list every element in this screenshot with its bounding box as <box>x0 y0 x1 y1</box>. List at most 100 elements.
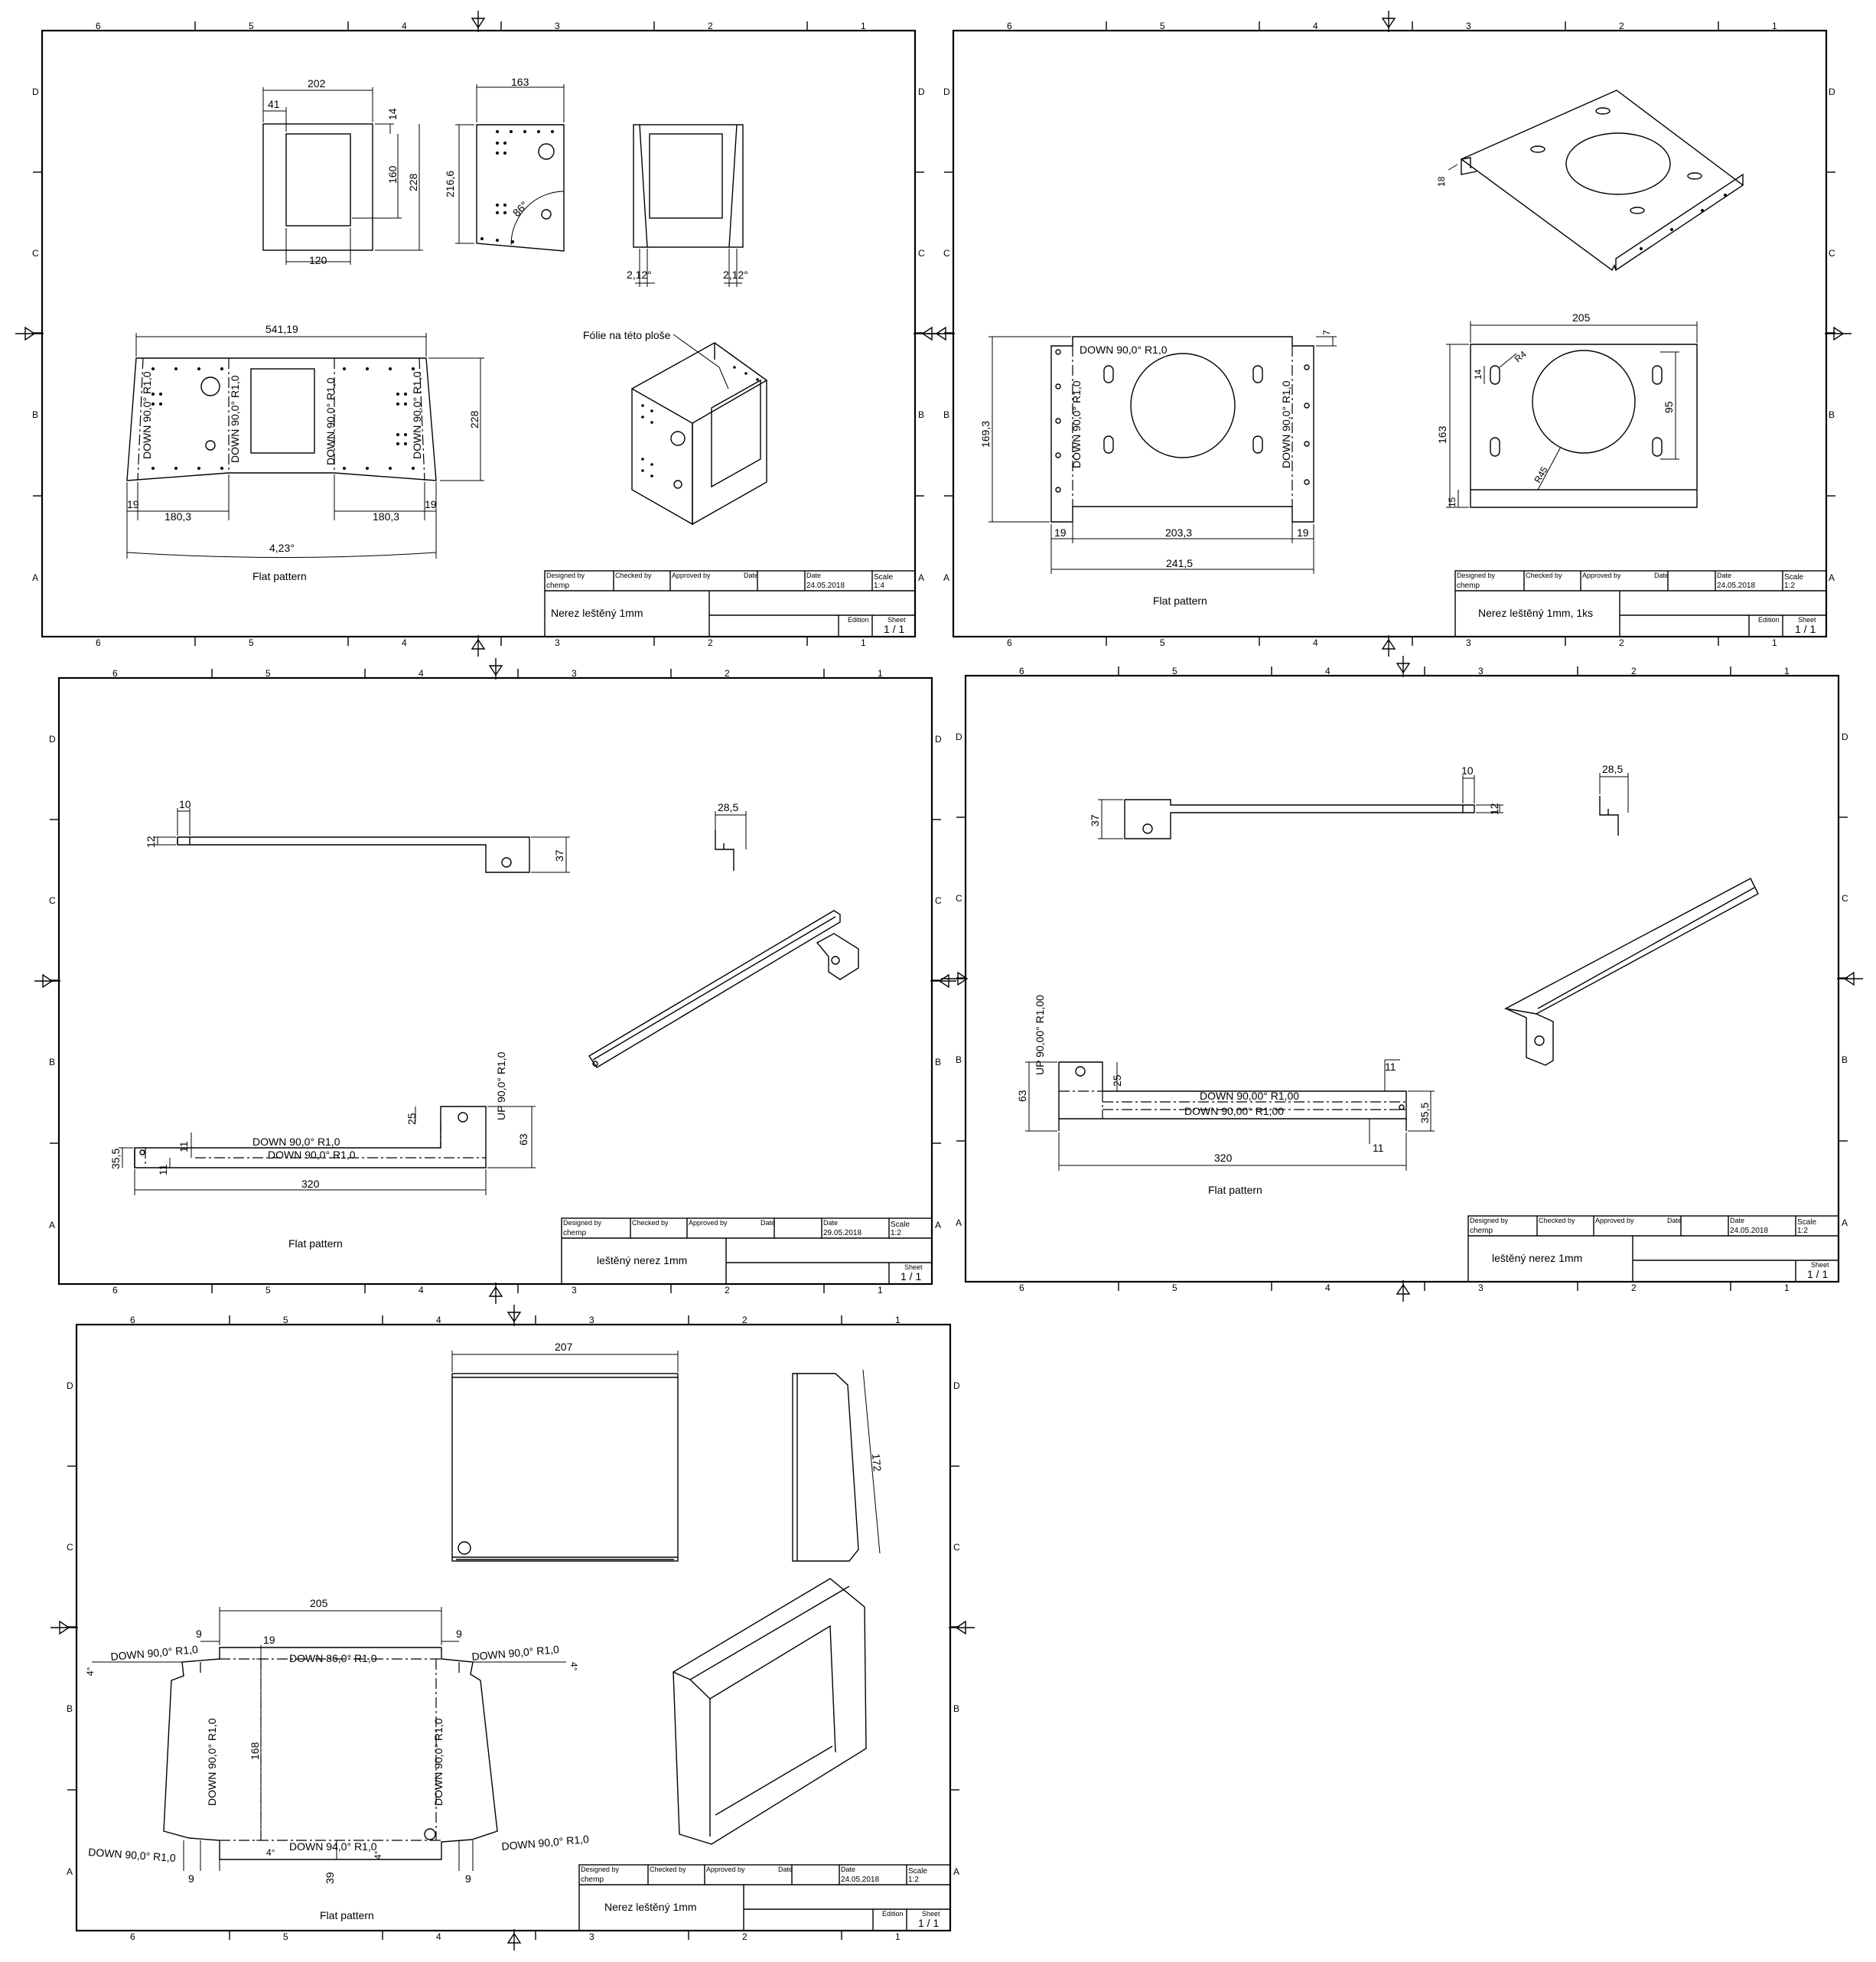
zone-col-5-bottom: 5 <box>283 1931 288 1942</box>
zone-col-3-bottom: 3 <box>1466 637 1471 648</box>
label-designed-by: Designed by <box>563 1219 602 1227</box>
side-view: 163 216,6 86° <box>444 76 565 252</box>
dim-4deg-bottom-left: 4° <box>266 1847 275 1858</box>
title-block-4: Designed by Checked by Approved by Date … <box>1467 1215 1839 1282</box>
zone-col-3-bottom: 3 <box>1478 1282 1484 1293</box>
dim-169-3: 169,3 <box>979 421 992 448</box>
sheet-number: 1 / 1 <box>884 623 904 635</box>
bend-note-right: DOWN 90,0° R1,0 <box>432 1718 445 1806</box>
bracket-iso-4 <box>1503 878 1759 1066</box>
sheet-number: 1 / 1 <box>1807 1268 1828 1280</box>
title-block-5: Designed by Checked by Approved by Date … <box>578 1864 951 1931</box>
dim-541-19: 541,19 <box>265 323 298 335</box>
zone-row-b: B <box>32 409 38 420</box>
scale: 1:4 <box>874 582 884 590</box>
label-date-1: Date <box>778 1866 793 1873</box>
label-approved-by: Approved by <box>1595 1217 1634 1224</box>
zone-row-b-right: B <box>935 1057 941 1067</box>
zone-row-a: A <box>943 572 949 583</box>
dim-11-a: 11 <box>178 1141 190 1152</box>
zone-col-4: 4 <box>419 668 424 679</box>
dim-12: 12 <box>1488 803 1500 815</box>
label-scale: Scale <box>908 1867 927 1876</box>
zone-row-d: D <box>956 732 962 742</box>
bend-note-bottom-right: DOWN 90,0° R1,0 <box>501 1833 590 1853</box>
zone-col-2-bottom: 2 <box>708 637 713 648</box>
dim-86deg: 86° <box>510 199 530 219</box>
zone-row-b-right: B <box>918 409 924 420</box>
label-edition: Edition <box>882 1910 904 1918</box>
title-block-2: Designed by Checked by Approved by Date … <box>1454 570 1827 637</box>
zone-row-d-right: D <box>953 1380 960 1391</box>
dim-41: 41 <box>268 98 280 110</box>
dim-35-5: 35,5 <box>1418 1103 1431 1123</box>
zone-col-1: 1 <box>895 1315 901 1325</box>
dim-320: 320 <box>1214 1152 1233 1164</box>
label-designed-by: Designed by <box>581 1866 620 1873</box>
label-scale: Scale <box>1797 1218 1816 1227</box>
zone-row-d-right: D <box>1842 732 1848 742</box>
label-date-2: Date <box>841 1866 855 1873</box>
dim-9-top-right: 9 <box>456 1628 462 1640</box>
bracket-iso-3 <box>588 910 859 1068</box>
flat-pattern-4: DOWN 90,00° R1,00 DOWN 90,00° R1,00 UP 9… <box>1016 995 1435 1196</box>
bend-note-bottom-left: DOWN 90,0° R1,0 <box>88 1846 177 1864</box>
flat-pattern-label: Flat pattern <box>1153 595 1207 607</box>
label-date-2: Date <box>823 1219 838 1227</box>
label-designed-by: Designed by <box>1457 572 1496 579</box>
dim-11-b: 11 <box>157 1164 169 1175</box>
zone-col-5-bottom: 5 <box>249 637 254 648</box>
dim-19-left: 19 <box>1054 526 1067 539</box>
label-sheet: Sheet <box>922 1910 940 1918</box>
dim-25: 25 <box>1111 1074 1123 1087</box>
dim-9-top-left: 9 <box>196 1628 202 1640</box>
back-view: 2,12° 2,12° <box>627 124 748 287</box>
zone-row-b: B <box>943 409 949 420</box>
title-block-1: Designed by Checked by Approved by Date … <box>544 570 916 637</box>
zone-col-2: 2 <box>1619 21 1624 31</box>
sheet-number: 1 / 1 <box>901 1270 921 1282</box>
label-date-1: Date <box>760 1219 775 1227</box>
dim-160: 160 <box>386 165 399 184</box>
dim-19-right: 19 <box>425 498 437 510</box>
dim-25: 25 <box>405 1113 418 1125</box>
zone-row-d-right: D <box>935 734 942 745</box>
designer: chemp <box>1457 582 1480 590</box>
zone-col-5-bottom: 5 <box>265 1285 271 1296</box>
dim-320: 320 <box>301 1178 320 1190</box>
label-checked-by: Checked by <box>1539 1217 1575 1224</box>
label-designed-by: Designed by <box>1470 1217 1509 1224</box>
dim-228: 228 <box>407 173 419 191</box>
label-approved-by: Approved by <box>706 1866 745 1873</box>
label-approved-by: Approved by <box>689 1219 728 1227</box>
zone-col-6: 6 <box>96 21 101 31</box>
bend-note-bottom: DOWN 94,0° R1,0 <box>289 1840 377 1853</box>
zone-row-c: C <box>32 248 39 259</box>
zone-col-4: 4 <box>436 1315 441 1325</box>
label-edition: Edition <box>848 616 869 624</box>
dim-7: 7 <box>1321 330 1332 335</box>
zone-row-d-right: D <box>918 86 925 97</box>
zone-col-1: 1 <box>1772 21 1777 31</box>
dim-241-5: 241,5 <box>1166 557 1193 569</box>
date: 29.05.2018 <box>823 1229 861 1237</box>
dim-63: 63 <box>517 1133 529 1146</box>
label-date-1: Date <box>1667 1217 1682 1224</box>
sheet-1: 6 5 4 3 2 1 6 5 4 3 2 1 D C B A D C B A <box>15 11 941 657</box>
zone-col-4: 4 <box>402 21 407 31</box>
dim-28-5: 28,5 <box>718 801 738 813</box>
material: leštěný nerez 1mm <box>597 1254 687 1266</box>
dim-203-3: 203,3 <box>1165 526 1192 539</box>
dim-163: 163 <box>511 76 529 88</box>
iso-view-1: Fólie na této ploše <box>583 329 767 526</box>
flat-pattern-label: Flat pattern <box>320 1909 374 1921</box>
zone-col-5: 5 <box>1172 666 1177 676</box>
date: 24.05.2018 <box>841 1876 879 1884</box>
label-date-2: Date <box>806 572 821 579</box>
designer: chemp <box>546 582 569 590</box>
zone-row-b: B <box>956 1054 962 1065</box>
zone-col-2-bottom: 2 <box>1631 1282 1637 1293</box>
zone-col-5: 5 <box>1160 21 1165 31</box>
callout-foil: Fólie na této ploše <box>583 329 671 341</box>
